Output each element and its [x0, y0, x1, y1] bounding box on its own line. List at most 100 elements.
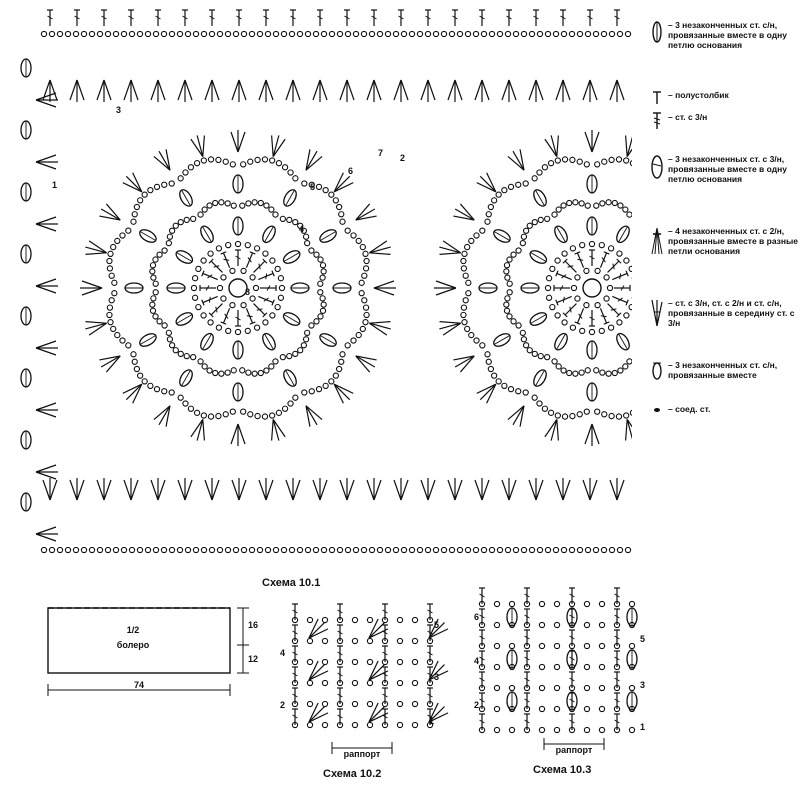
- chain-stitch-icon: [130, 351, 137, 358]
- legend-text-8: – соед. ст.: [668, 404, 711, 414]
- chain-stitch-icon: [335, 365, 343, 373]
- chain-stitch-icon: [277, 275, 285, 282]
- chain-stitch-icon: [245, 200, 252, 207]
- chain-stitch-icon: [351, 700, 359, 708]
- fan-icon: [312, 477, 328, 501]
- half-dc-icon: [451, 9, 459, 27]
- chain-stitch-icon: [593, 202, 600, 209]
- cluster-3-treble-icon: [586, 174, 598, 194]
- chain-stitch-icon: [287, 169, 294, 176]
- chain-stitch-icon: [160, 30, 168, 38]
- chain-stitch-icon: [515, 247, 522, 254]
- puff-icon: [506, 649, 518, 669]
- chain-stitch-icon: [133, 365, 141, 373]
- chain-stitch-icon: [48, 30, 56, 38]
- scheme-a-rapport: раппорт: [344, 749, 381, 759]
- treble-icon: [291, 624, 299, 642]
- legend-item-5: – 4 незаконченных ст. с 2/н, провязанные…: [650, 226, 800, 296]
- chain-stitch-icon: [366, 658, 374, 666]
- chain-stitch-icon: [628, 265, 632, 273]
- chain-stitch-icon: [131, 358, 138, 365]
- chain-stitch-icon: [599, 200, 606, 207]
- chain-stitch-icon: [358, 290, 365, 297]
- chain-stitch-icon: [339, 218, 346, 225]
- treble-icon: [523, 608, 531, 626]
- half-dc-icon: [316, 9, 324, 27]
- cluster-3-treble-icon: [613, 330, 632, 353]
- cluster-3-treble-icon: [232, 174, 244, 194]
- chain-stitch-icon: [110, 325, 117, 333]
- chain-stitch-icon: [594, 161, 601, 168]
- cluster-3-treble-icon: [586, 340, 598, 360]
- chain-stitch-icon: [218, 370, 225, 377]
- chain-stitch-icon: [106, 304, 114, 311]
- scheme-b-row-6: 6: [474, 612, 479, 622]
- fan-icon: [35, 526, 59, 542]
- fan-icon: [230, 423, 246, 447]
- chain-stitch-icon: [107, 319, 114, 326]
- chain-stitch-icon: [247, 411, 254, 418]
- chain-stitch-icon: [561, 413, 569, 420]
- chain-stitch-icon: [224, 546, 232, 554]
- chain-stitch-icon: [583, 705, 591, 713]
- chain-stitch-icon: [244, 241, 251, 249]
- chain-stitch-icon: [593, 367, 600, 374]
- chain-stitch-icon: [608, 546, 616, 554]
- chain-stitch-icon: [189, 215, 197, 222]
- chain-stitch-icon: [119, 337, 126, 344]
- chain-stitch-icon: [120, 546, 128, 554]
- chain-stitch-icon: [245, 369, 252, 376]
- chain-stitch-icon: [528, 546, 536, 554]
- fan-icon: [420, 79, 436, 103]
- fan-icon: [123, 79, 139, 103]
- treble-icon: [613, 629, 621, 647]
- fan-icon: [528, 79, 544, 103]
- treble-icon: [426, 645, 434, 663]
- chain-stitch-icon: [400, 30, 408, 38]
- cluster-3-treble-icon: [527, 309, 550, 329]
- chain-stitch-icon: [141, 378, 148, 385]
- chain-stitch-icon: [321, 637, 329, 645]
- chain-stitch-icon: [484, 351, 491, 358]
- chain-stitch-icon: [456, 30, 464, 38]
- chain-stitch-icon: [40, 546, 48, 554]
- chain-stitch-icon: [110, 243, 117, 251]
- chain-stitch-icon: [553, 684, 561, 692]
- fan-icon: [619, 132, 632, 160]
- chain-stitch-icon: [617, 202, 624, 209]
- chain-stitch-icon: [631, 294, 632, 301]
- chain-stitch-icon: [549, 303, 556, 311]
- cluster-3-treble-icon: [280, 309, 303, 329]
- half-dc-icon: [343, 9, 351, 27]
- chain-stitch-icon: [515, 388, 522, 395]
- cluster-3-treble-icon: [173, 309, 196, 329]
- chain-stitch-icon: [172, 222, 179, 229]
- chain-stitch-icon: [642, 170, 647, 175]
- treble-icon: [381, 624, 389, 642]
- chain-stitch-icon: [473, 232, 480, 239]
- treble-icon: [220, 251, 233, 270]
- chain-stitch-icon: [479, 227, 486, 234]
- chain-stitch-icon: [281, 405, 289, 412]
- cluster-3-treble-icon: [551, 330, 571, 353]
- treble-icon: [523, 671, 531, 689]
- treble-icon: [201, 270, 220, 283]
- treble-icon: [568, 587, 576, 605]
- legend-item-3: – ст. с 3/н: [650, 112, 800, 152]
- chain-stitch-icon: [200, 157, 207, 164]
- chain-stitch-icon: [48, 546, 56, 554]
- chain-stitch-icon: [545, 294, 553, 301]
- chain-stitch-icon: [515, 181, 522, 188]
- motif-center: [79, 129, 397, 447]
- chain-stitch-icon: [269, 157, 276, 164]
- fan-icon: [528, 477, 544, 501]
- chain-stitch-icon: [320, 546, 328, 554]
- cluster-3-treble-icon: [290, 282, 310, 294]
- chain-stitch-icon: [200, 257, 207, 264]
- chain-stitch-icon: [493, 726, 501, 734]
- main-label-7: 7: [378, 148, 383, 158]
- cluster-3-treble-icon: [520, 282, 540, 294]
- chain-stitch-icon: [319, 307, 327, 314]
- chain-stitch-icon: [538, 642, 546, 650]
- chain-stitch-icon: [321, 700, 329, 708]
